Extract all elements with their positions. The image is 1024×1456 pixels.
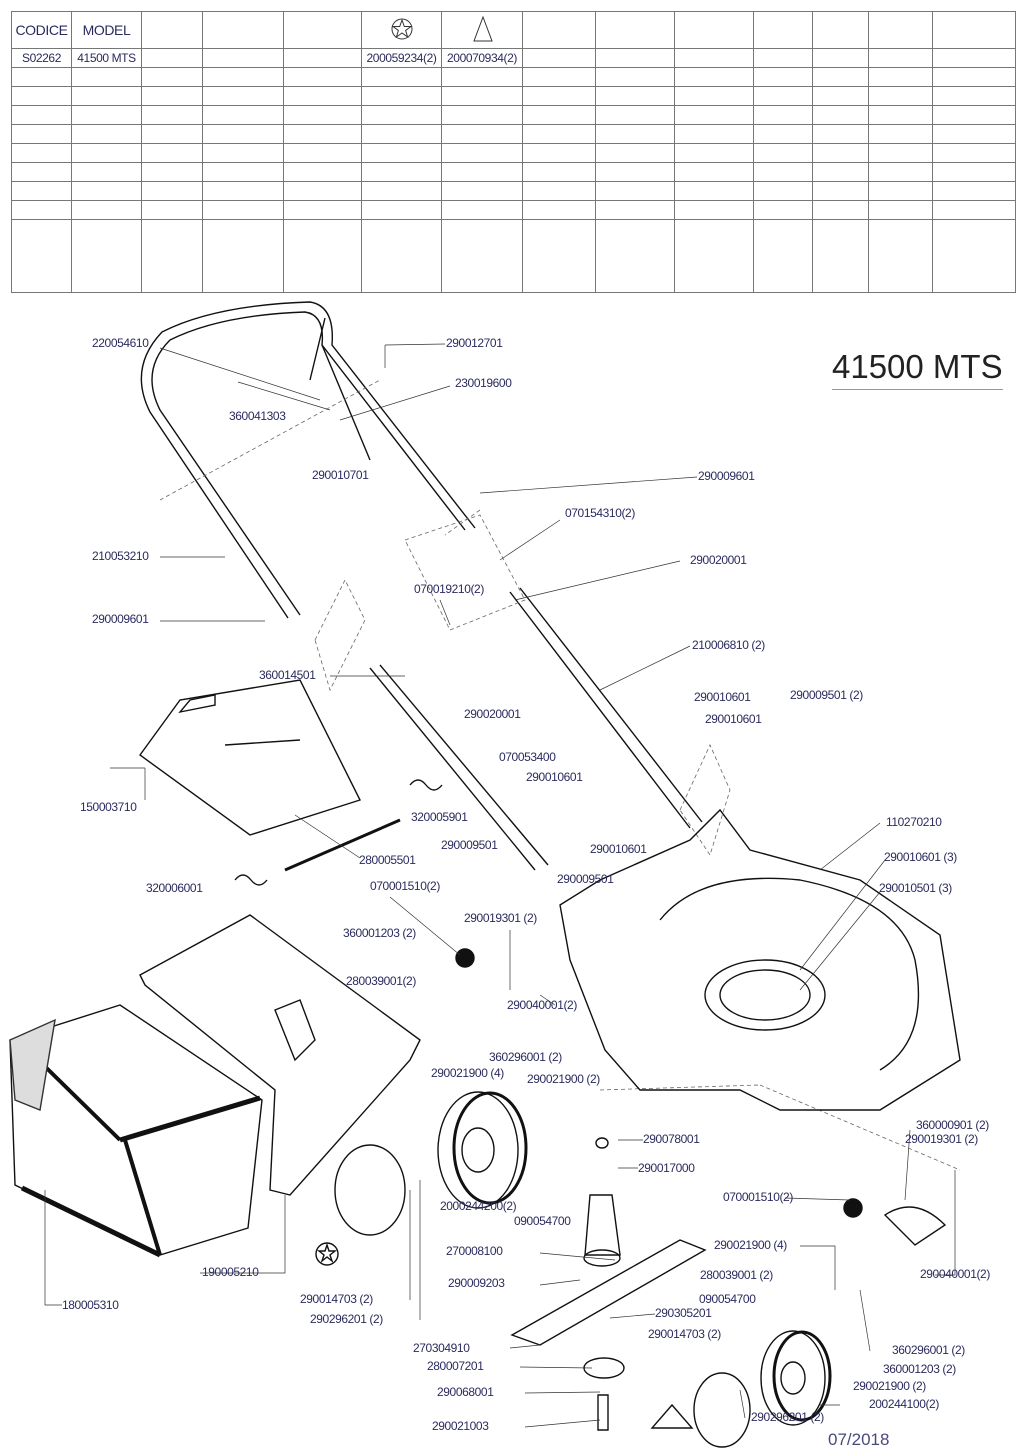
grass-bag: [9, 1004, 263, 1258]
part-number-label: 290020001: [690, 553, 747, 567]
part-number-label: 200244100(2): [869, 1397, 939, 1411]
part-number-label: 290078001: [643, 1132, 700, 1146]
wheel: [334, 1091, 528, 1236]
part-number-label: 290009601: [698, 469, 755, 483]
part-number-label: 270008100: [446, 1244, 503, 1258]
part-number-label: 290296201 (2): [751, 1410, 824, 1424]
part-number-label: 290021003: [432, 1419, 489, 1433]
part-number-label: 070001510(2): [723, 1190, 793, 1204]
assembly-guides: [159, 379, 961, 1171]
part-number-label: 290010601: [526, 770, 583, 784]
rod: [284, 818, 401, 872]
wheel: [693, 1330, 832, 1448]
part-number-label: 280039001 (2): [700, 1268, 773, 1282]
part-number-label: 290010601 (3): [884, 850, 957, 864]
part-number-label: 290305201: [655, 1306, 712, 1320]
part-number-label: 070001510(2): [370, 879, 440, 893]
part-number-label: 280039001(2): [346, 974, 416, 988]
part-number-label: 290009501: [557, 872, 614, 886]
model-parts-table: CODICE MODEL S02262 41500 MTS 200059234(…: [11, 11, 1016, 293]
header-codice: CODICE: [11, 11, 72, 49]
part-number-label: 190005210: [202, 1265, 259, 1279]
part-number-label: 320006001: [146, 881, 203, 895]
part-number-label: 070053400: [499, 750, 556, 764]
part-number-label: 360296001 (2): [892, 1343, 965, 1357]
part-number-label: 290068001: [437, 1385, 494, 1399]
part-number-label: 290009601: [92, 612, 149, 626]
part-number-label: 290010601: [694, 690, 751, 704]
mower-deck: [559, 808, 961, 1111]
part-number-label: 290010601: [590, 842, 647, 856]
part-number-label: 280005501: [359, 853, 416, 867]
part-number-label: 360001203 (2): [883, 1362, 956, 1376]
part-number-label: 360296001 (2): [489, 1050, 562, 1064]
spring-icon: [234, 874, 268, 886]
part-number-label: 290014703 (2): [648, 1327, 721, 1341]
part-number-label: 220054610: [92, 336, 149, 350]
part-number-label: 270304910: [413, 1341, 470, 1355]
part-number-label: 180005310: [62, 1298, 119, 1312]
part-number-label: 360014501: [259, 668, 316, 682]
part-number-label: 290010701: [312, 468, 369, 482]
star-circle-icon: [361, 11, 442, 49]
part-number-label: 290021900 (2): [853, 1379, 926, 1393]
part-number-label: 290040001(2): [507, 998, 577, 1012]
lower-handle-bars: [369, 587, 703, 871]
part-number-label: 290019301 (2): [905, 1132, 978, 1146]
part-number-label: 290019301 (2): [464, 911, 537, 925]
grass-bag-frame: [139, 914, 421, 1196]
part-number-label: 360001203 (2): [343, 926, 416, 940]
part-number-label: 150003710: [80, 800, 137, 814]
upper-handle: [140, 301, 476, 619]
part-number-label: 210053210: [92, 549, 149, 563]
part-number-label: 230019600: [455, 376, 512, 390]
part-number-label: 360041303: [229, 409, 286, 423]
part-number-label: 290021900 (4): [431, 1066, 504, 1080]
triangle-part-value: 200070934(2): [441, 48, 523, 68]
part-number-label: 290021900 (4): [714, 1238, 787, 1252]
part-number-label: 290009501 (2): [790, 688, 863, 702]
triangle-marker-icon: [650, 1403, 694, 1429]
part-number-label: 2000244200(2): [440, 1199, 517, 1213]
part-number-label: 090054700: [699, 1292, 756, 1306]
part-number-label: 280007201: [427, 1359, 484, 1373]
header-model: MODEL: [71, 11, 142, 49]
revision-date: 07/2018: [828, 1430, 890, 1449]
part-number-label: 290014703 (2): [300, 1292, 373, 1306]
part-number-label: 290296201 (2): [310, 1312, 383, 1326]
part-number-label: 290009501: [441, 838, 498, 852]
model-title: 41500 MTS: [832, 348, 1003, 390]
lever-knob: [455, 948, 475, 968]
blade-assembly: [510, 1137, 707, 1431]
lever-knob: [843, 1198, 863, 1218]
star-marker-icon: [315, 1242, 339, 1266]
spring-icon: [409, 779, 443, 791]
part-number-label: 210006810 (2): [692, 638, 765, 652]
part-number-label: 290010501 (3): [879, 881, 952, 895]
part-number-label: 290017000: [638, 1161, 695, 1175]
height-scale: [883, 1206, 947, 1246]
part-number-label: 290020001: [464, 707, 521, 721]
part-number-label: 070154310(2): [565, 506, 635, 520]
part-number-label: 320005901: [411, 810, 468, 824]
part-number-label: 290021900 (2): [527, 1072, 600, 1086]
part-number-label: 360000901 (2): [916, 1118, 989, 1132]
part-number-label: 090054700: [514, 1214, 571, 1228]
part-number-label: 070019210(2): [414, 582, 484, 596]
part-number-label: 290040001(2): [920, 1267, 990, 1281]
part-number-label: 290012701: [446, 336, 503, 350]
part-number-label: 110270210: [886, 815, 942, 829]
leader-lines: [44, 343, 956, 1428]
part-number-label: 290010601: [705, 712, 762, 726]
rear-flap: [139, 679, 361, 836]
part-number-label: 290009203: [448, 1276, 505, 1290]
